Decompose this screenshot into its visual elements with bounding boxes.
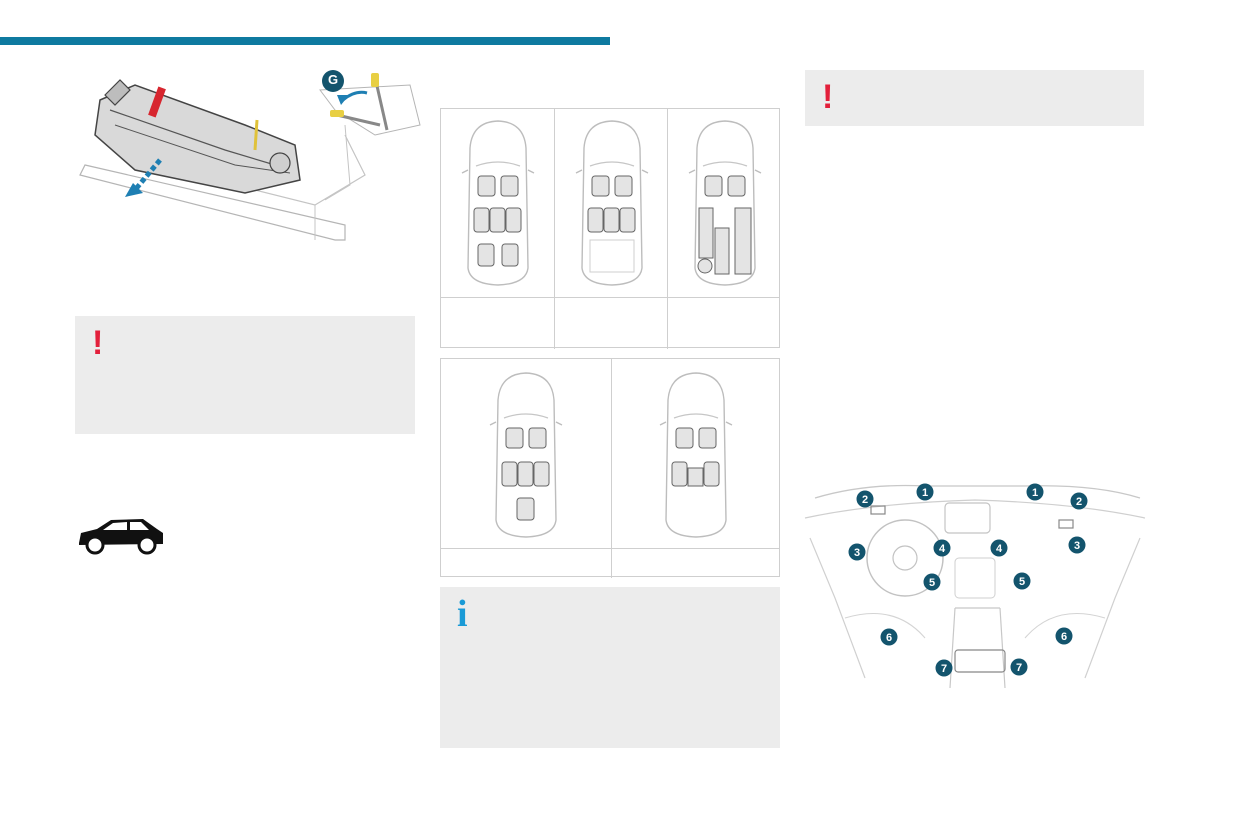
callout-circle bbox=[1070, 492, 1088, 510]
vent-callout-7: 7 bbox=[935, 659, 953, 677]
callout-number: 6 bbox=[1061, 631, 1067, 643]
marker-g-label: G bbox=[327, 72, 339, 87]
callout-circle bbox=[1010, 658, 1028, 676]
warning-icon: ! bbox=[92, 324, 104, 362]
vent-callout-6: 6 bbox=[1055, 627, 1073, 645]
callout-number: 4 bbox=[996, 543, 1003, 555]
info-icon: i bbox=[457, 593, 468, 635]
callout-circle bbox=[1013, 572, 1031, 590]
callout-circle bbox=[935, 659, 953, 677]
callout-circle bbox=[856, 490, 874, 508]
callout-number: 5 bbox=[929, 577, 935, 589]
seat-configuration-table-2 bbox=[440, 358, 780, 578]
car-top-view-seven-seats bbox=[461, 120, 535, 286]
callout-number: 5 bbox=[1019, 576, 1025, 588]
vent-callout-6: 6 bbox=[880, 628, 898, 646]
callout-circle bbox=[916, 483, 934, 501]
callout-number: 2 bbox=[862, 494, 868, 506]
seat-configuration-table-1 bbox=[440, 108, 780, 349]
section-header-bar bbox=[0, 37, 610, 45]
vent-callout-2: 2 bbox=[1070, 492, 1088, 510]
callout-number: 4 bbox=[939, 543, 946, 555]
vent-callout-1: 1 bbox=[1026, 483, 1044, 501]
suv-car-icon bbox=[79, 519, 163, 555]
vent-callout-3: 3 bbox=[848, 543, 866, 561]
callout-circle bbox=[1026, 483, 1044, 501]
warning-box-left: ! bbox=[75, 316, 415, 434]
callout-circle bbox=[1068, 536, 1086, 554]
seat-folding-illustration bbox=[79, 70, 421, 241]
callout-number: 2 bbox=[1076, 496, 1082, 508]
vent-callout-3: 3 bbox=[1068, 536, 1086, 554]
callout-circle bbox=[923, 573, 941, 591]
callout-number: 1 bbox=[1032, 487, 1038, 499]
car-top-view-six-seats-single-rear bbox=[489, 372, 563, 538]
callout-circle bbox=[880, 628, 898, 646]
vent-callout-1: 1 bbox=[916, 483, 934, 501]
callout-number: 7 bbox=[941, 663, 947, 675]
warning-icon: ! bbox=[822, 78, 834, 116]
vent-callout-5: 5 bbox=[923, 573, 941, 591]
warning-box-right: ! bbox=[805, 70, 1144, 126]
callout-number: 7 bbox=[1016, 662, 1022, 674]
car-top-view-five-seats-center-armrest bbox=[659, 372, 733, 538]
car-top-view-five-seats-flat bbox=[575, 120, 649, 286]
callout-circle bbox=[933, 539, 951, 557]
car-top-view-two-seats-cargo bbox=[688, 120, 762, 286]
callout-circle bbox=[990, 539, 1008, 557]
callout-number: 3 bbox=[854, 547, 860, 559]
vent-callout-2: 2 bbox=[856, 490, 874, 508]
dashboard-vents-illustration bbox=[804, 484, 1146, 689]
callout-number: 3 bbox=[1074, 540, 1080, 552]
callout-circle bbox=[1055, 627, 1073, 645]
callout-number: 6 bbox=[886, 632, 892, 644]
info-box: i bbox=[440, 587, 780, 748]
callout-circle bbox=[848, 543, 866, 561]
vent-callout-7: 7 bbox=[1010, 658, 1028, 676]
vent-callout-4: 4 bbox=[990, 539, 1008, 557]
callout-number: 1 bbox=[922, 487, 928, 499]
vent-callout-5: 5 bbox=[1013, 572, 1031, 590]
vent-callout-4: 4 bbox=[933, 539, 951, 557]
